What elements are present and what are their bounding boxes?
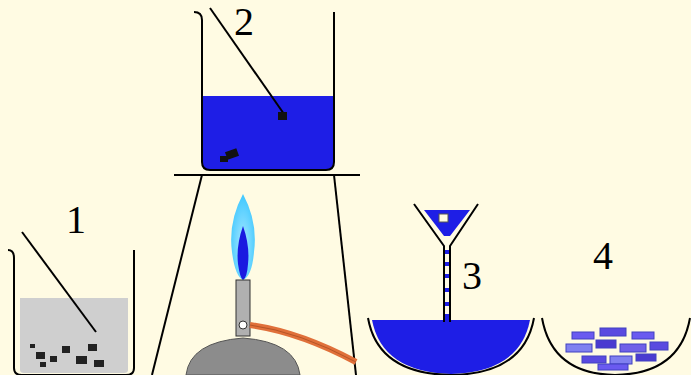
stirring-rod	[22, 232, 96, 332]
outer-flame	[231, 194, 255, 280]
solid-particles	[30, 344, 104, 367]
burner-tube	[236, 280, 250, 336]
callout-number: 3	[462, 256, 482, 296]
drips	[445, 250, 449, 320]
air-hole	[239, 321, 247, 329]
beaker-wall	[194, 12, 334, 170]
grey-liquid	[14, 298, 128, 373]
filtration	[368, 204, 534, 375]
crystal-dish	[542, 318, 690, 375]
crystals	[566, 328, 668, 370]
burner-base	[186, 338, 300, 375]
blue-filtrate	[372, 320, 530, 374]
inner-flame	[238, 226, 249, 280]
callout-number: 4	[593, 236, 613, 276]
blue-solution	[202, 96, 334, 170]
blue-liquid-in-funnel	[424, 210, 470, 236]
filter-residue	[439, 214, 448, 222]
bunsen-burner	[186, 194, 356, 375]
heated-beaker	[194, 8, 334, 170]
evaporating-dish	[542, 318, 690, 375]
tripod	[152, 175, 360, 375]
callout-number: 2	[234, 2, 254, 42]
beaker-one	[8, 232, 134, 375]
evaporating-dish	[368, 318, 534, 375]
beaker-wall	[8, 250, 134, 375]
callout-number: 1	[66, 200, 86, 240]
solid-particles	[220, 112, 287, 162]
